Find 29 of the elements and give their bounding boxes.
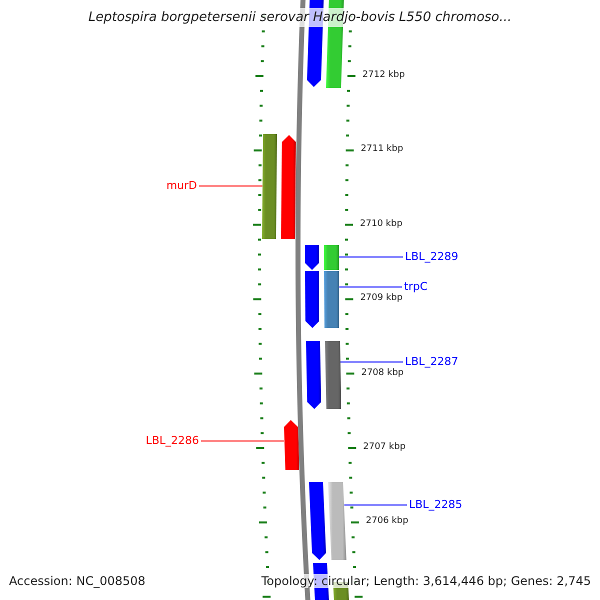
gene-feature (281, 135, 296, 239)
gene-feature (309, 482, 326, 560)
scale-label: 2706 kbp (366, 516, 408, 527)
genome-summary-text: Topology: circular; Length: 3,614,446 bp; Genes: 2,745 (261, 574, 591, 588)
scale-label: 2707 kbp (363, 442, 406, 453)
gene-feature (262, 134, 278, 239)
gene-feature (324, 341, 342, 409)
gene-label: murD (166, 179, 197, 192)
leader-line (344, 504, 408, 506)
gene-label: LBL_2289 (405, 250, 458, 263)
gene-feature (305, 245, 319, 270)
gene-label: LBL_2285 (409, 498, 462, 511)
scale-label: 2711 kbp (360, 144, 404, 155)
gene-feature (306, 341, 321, 409)
gene-label: LBL_2287 (405, 355, 458, 368)
gene-label: trpC (404, 280, 428, 293)
gene-feature (324, 271, 340, 328)
scale-label: 2709 kbp (360, 293, 403, 304)
gene-feature (284, 420, 299, 470)
gene-feature (324, 245, 340, 270)
leader-line (338, 286, 402, 288)
scale-label: 2710 kbp (360, 219, 402, 230)
leader-line (200, 440, 284, 442)
gene-label: LBL_2286 (146, 434, 199, 447)
scale-label: 2712 kbp (362, 70, 405, 81)
scale-label: 2708 kbp (361, 368, 404, 379)
leader-line (338, 256, 404, 258)
gene-feature (328, 482, 347, 560)
accession-text: Accession: NC_008508 (9, 574, 146, 588)
